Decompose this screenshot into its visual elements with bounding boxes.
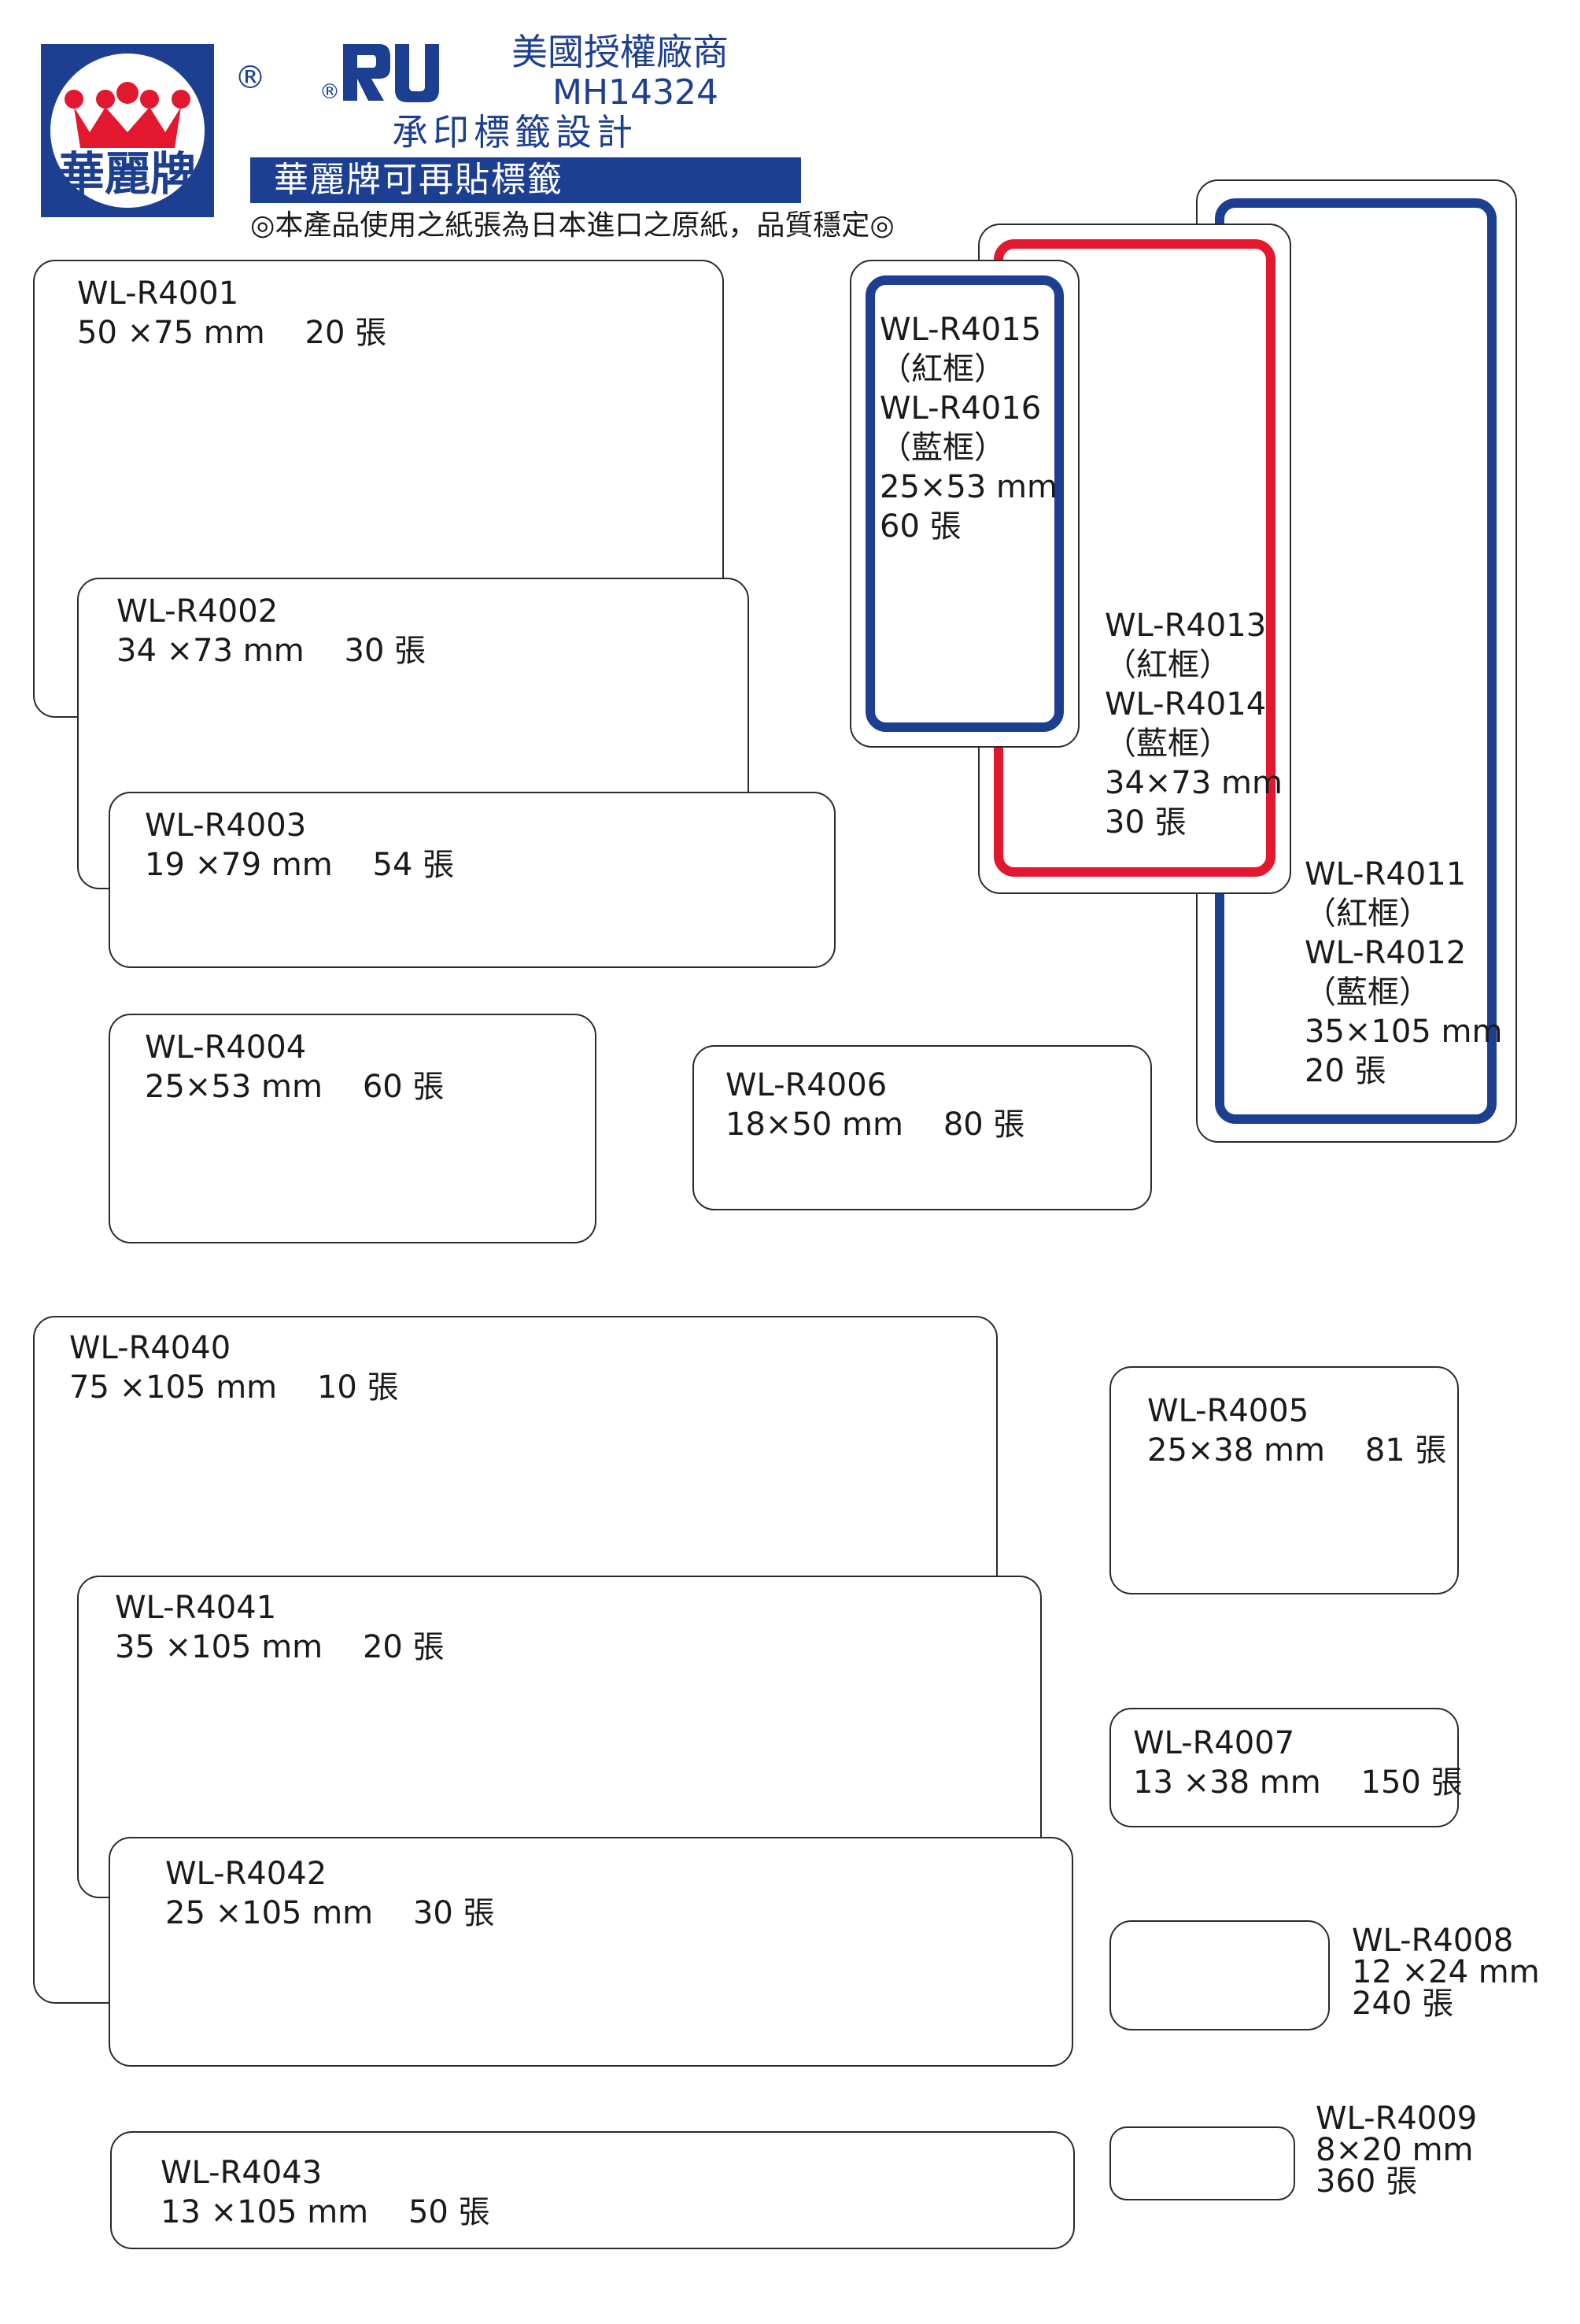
line: （紅框） [1305,896,1430,932]
line: 35×105 mm [1305,1014,1503,1050]
line: （紅框） [1105,647,1231,683]
r4011-text: WL-R4011 （紅框） WL-R4012 （藍框） 35×105 mm 20… [1305,855,1502,1091]
label-wl-r4007: WL-R4007 13 ×38 mm 150 張 [1109,1708,1463,1827]
label-code: WL-R4041 [115,1590,277,1626]
label-spec: 50 ×75 mm 20 張 [77,315,387,351]
line: WL-R4015 [880,312,1042,348]
print-design-text: 承印標籤設計 [392,111,637,153]
label-count: 360 張 [1316,2163,1418,2200]
label-spec: 75 ×105 mm 10 張 [69,1369,399,1406]
label-code: WL-R4042 [165,1856,327,1892]
label-spec: 34 ×73 mm 30 張 [116,633,426,669]
label-size: 8×20 mm [1316,2132,1474,2168]
label-spec: 25×38 mm 81 張 [1147,1432,1447,1469]
label-size: 12 ×24 mm [1352,1954,1540,1990]
label-code: WL-R4008 [1352,1923,1514,1959]
paper-note: ◎本產品使用之紙張為日本進口之原紙，品質穩定◎ [250,209,895,242]
label-wl-r4003: WL-R4003 19 ×79 mm 54 張 [109,792,836,968]
line: 30 張 [1105,804,1187,841]
label-wl-r4004: WL-R4004 25×53 mm 60 張 [109,1014,596,1243]
banner-text: 華麗牌可再貼標籤 [274,160,563,200]
label-wl-r4015-r4016 [850,260,1080,748]
line: WL-R4016 [880,390,1042,427]
label-spec: 13 ×105 mm 50 張 [161,2194,490,2230]
label-code: WL-R4006 [725,1067,888,1103]
label-wl-r4005: WL-R4005 25×38 mm 81 張 [1109,1366,1459,1594]
blue-frame [866,275,1064,732]
label-spec: 25 ×105 mm 30 張 [165,1895,495,1931]
label-code: WL-R4003 [145,807,307,844]
license-title: 美國授權廠商 [511,31,729,73]
label-wl-r4043: WL-R4043 13 ×105 mm 50 張 [110,2131,1075,2249]
license-number: MH14324 [552,72,719,113]
ul-registered-mark: ® [319,80,340,104]
line: （藍框） [1305,974,1430,1011]
line: WL-R4013 [1105,608,1267,644]
ul-mark-icon [338,39,441,105]
line: （紅框） [880,351,1006,387]
label-spec: 13 ×38 mm 150 張 [1133,1764,1463,1801]
label-code: WL-R4009 [1316,2100,1478,2137]
label-spec: 35 ×105 mm 20 張 [115,1629,445,1665]
line: 20 張 [1305,1053,1386,1089]
label-wl-r4006: WL-R4006 18×50 mm 80 張 [692,1045,1152,1210]
label-spec: 19 ×79 mm 54 張 [145,847,455,883]
line: （藍框） [880,430,1006,466]
r4009-text: WL-R4009 8×20 mm 360 張 [1316,2103,1477,2197]
line: WL-R4014 [1105,686,1267,722]
logo-emblem-icon [50,54,205,208]
registered-mark: ® [234,60,266,96]
label-spec: 18×50 mm 80 張 [725,1107,1025,1143]
line: WL-R4011 [1305,856,1467,892]
logo-text: 華麗牌 [58,147,196,201]
label-code: WL-R4002 [116,593,279,630]
line: 25×53 mm [880,469,1058,505]
brand-logo: 華麗牌 [41,44,214,217]
label-count: 240 張 [1352,1986,1454,2022]
r4008-text: WL-R4008 12 ×24 mm 240 張 [1352,1925,1540,2019]
label-wl-r4008 [1109,1920,1330,2030]
line: 34×73 mm [1105,765,1283,801]
label-wl-r4042: WL-R4042 25 ×105 mm 30 張 [109,1837,1073,2067]
label-wl-r4009 [1109,2126,1295,2200]
label-code: WL-R4001 [77,275,239,312]
label-code: WL-R4043 [161,2155,323,2191]
brand-banner: 華麗牌可再貼標籤 [250,157,801,203]
r4015-text: WL-R4015 （紅框） WL-R4016 （藍框） 25×53 mm 60 … [880,310,1058,546]
label-code: WL-R4007 [1133,1725,1295,1761]
label-code: WL-R4040 [69,1330,231,1366]
label-code: WL-R4004 [145,1029,307,1066]
label-code: WL-R4005 [1147,1393,1309,1429]
line: WL-R4012 [1305,935,1467,971]
r4013-text: WL-R4013 （紅框） WL-R4014 （藍框） 34×73 mm 30 … [1105,606,1283,842]
line: （藍框） [1105,726,1231,762]
line: 60 張 [880,508,962,545]
label-spec: 25×53 mm 60 張 [145,1069,445,1105]
